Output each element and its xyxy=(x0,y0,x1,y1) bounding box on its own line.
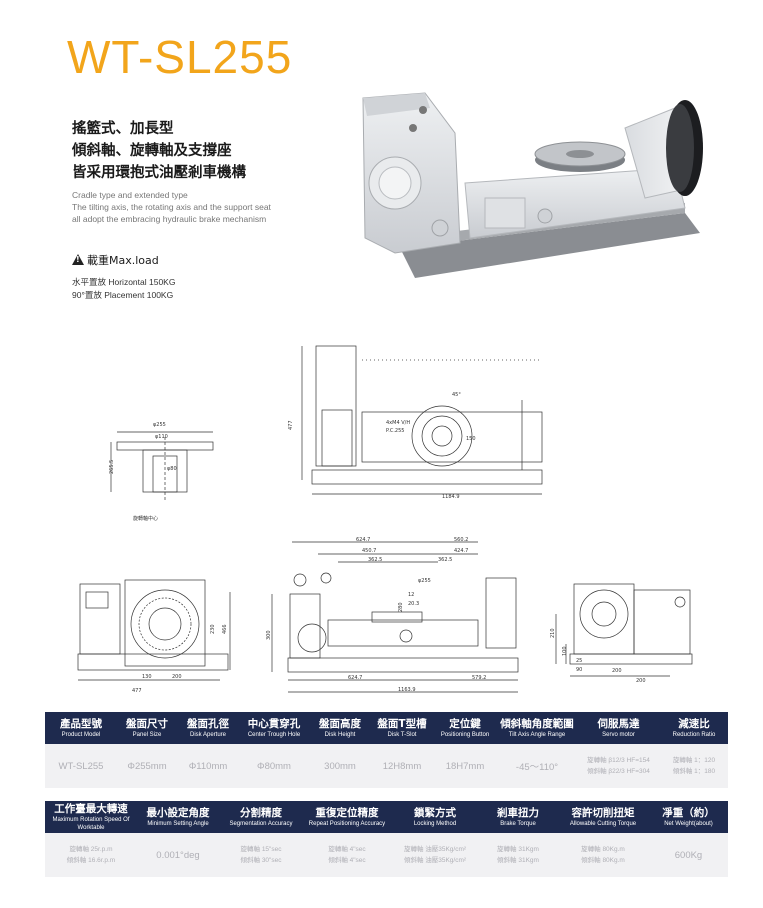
max-load-heading: 載重Max.load xyxy=(72,252,159,268)
top-view-drawing: 477 1184.9 4xM4 V/H P.C.255 150 45° xyxy=(288,345,543,500)
dim-label: 466 xyxy=(222,624,228,634)
load-line: 水平置放 Horizontal 150KG xyxy=(72,277,176,287)
dim-label: 210 xyxy=(550,628,556,638)
end-view-drawing: 210 100 25 90 200 200 xyxy=(550,583,693,684)
dim-label: P.C.255 xyxy=(386,428,404,434)
dim-label: 1163.9 xyxy=(398,687,416,693)
dim-label: 477 xyxy=(288,420,294,430)
dim-label: 624.7 xyxy=(356,537,370,543)
dim-label: 560.2 xyxy=(454,537,468,543)
desc-en-line: Cradle type and extended type xyxy=(72,190,188,200)
dim-label: 579.2 xyxy=(472,675,486,681)
desc-cn-line: 搖籃式、加長型 xyxy=(72,121,174,137)
dim-label: 150 xyxy=(466,436,476,442)
max-load-label: 載重Max.load xyxy=(87,254,159,267)
platter-side-drawing: φ255 φ110 φ80 265.5 旋轉軸中心 xyxy=(109,422,214,522)
dim-label: 300 xyxy=(266,630,272,640)
side-view-drawing: 624.7 560.2 450.7 424.7 362.5 362.5 φ255… xyxy=(266,537,519,693)
dim-label: 450.7 xyxy=(362,548,376,554)
table-cell: 12H8mm xyxy=(371,744,433,788)
dim-label: 1184.9 xyxy=(442,494,460,500)
dim-label: 477 xyxy=(132,688,142,694)
dim-label: 624.7 xyxy=(348,675,362,681)
dim-label: 362.5 xyxy=(368,557,382,563)
description-chinese: 搖籃式、加長型 傾斜軸、旋轉軸及支撐座 皆采用環抱式油壓剎車機構 xyxy=(72,118,246,184)
table-cell: WT-SL255 xyxy=(45,744,117,788)
dim-label: φ255 xyxy=(153,422,166,428)
dim-label: φ255 xyxy=(418,578,431,584)
desc-cn-line: 皆采用環抱式油壓剎車機構 xyxy=(72,165,246,181)
product-photo xyxy=(362,92,703,278)
dim-label: 25 xyxy=(576,658,582,664)
dim-label: 旋轉軸中心 xyxy=(133,515,158,522)
dim-label: 20.3 xyxy=(408,601,419,607)
dim-label: 130 xyxy=(142,674,152,680)
dim-label: 230 xyxy=(210,624,216,634)
table-cell: Φ110mm xyxy=(177,744,239,788)
table-cell: 18H7mm xyxy=(433,744,497,788)
dim-label: 280 xyxy=(398,602,404,612)
dim-label: φ80 xyxy=(167,466,177,472)
dim-label: 12 xyxy=(408,592,414,598)
table-cell: -45～110° xyxy=(497,744,577,788)
desc-cn-line: 傾斜軸、旋轉軸及支撐座 xyxy=(72,143,232,159)
dim-label: 424.7 xyxy=(454,548,468,554)
table-cell: Φ80mm xyxy=(239,744,309,788)
dim-label: 100 xyxy=(562,646,568,656)
front-view-drawing: 130 200 477 230 466 xyxy=(77,579,231,694)
description-english: Cradle type and extended type The tiltin… xyxy=(72,189,271,225)
table-cell: Φ255mm xyxy=(117,744,177,788)
table-row: WT-SL255 Φ255mm Φ110mm Φ80mm 300mm 12H8m… xyxy=(45,744,728,788)
dim-label: 90 xyxy=(576,667,582,673)
load-line: 90°置放 Placement 100KG xyxy=(72,290,174,300)
dim-label: 4xM4 V/H xyxy=(386,420,410,426)
dim-label: 200 xyxy=(172,674,182,680)
product-title: WT-SL255 xyxy=(67,31,293,83)
dim-label: 200 xyxy=(612,668,622,674)
header-cell: 凈重（約）Net Weight(about) xyxy=(649,801,728,833)
desc-en-line: The tilting axis, the rotating axis and … xyxy=(72,202,271,212)
warning-icon xyxy=(72,254,84,265)
dim-label: 200 xyxy=(636,678,646,684)
dim-label: 362.5 xyxy=(438,557,452,563)
table-cell: 0.001°deg xyxy=(137,833,219,877)
dim-label: 265.5 xyxy=(109,460,115,474)
dim-label: 45° xyxy=(452,392,461,398)
table-cell: 600Kg xyxy=(649,833,728,877)
table-cell: 300mm xyxy=(309,744,371,788)
dim-label: φ110 xyxy=(155,434,168,440)
desc-en-line: all adopt the embracing hydraulic brake … xyxy=(72,214,267,224)
load-details: 水平置放 Horizontal 150KG 90°置放 Placement 10… xyxy=(72,276,175,302)
